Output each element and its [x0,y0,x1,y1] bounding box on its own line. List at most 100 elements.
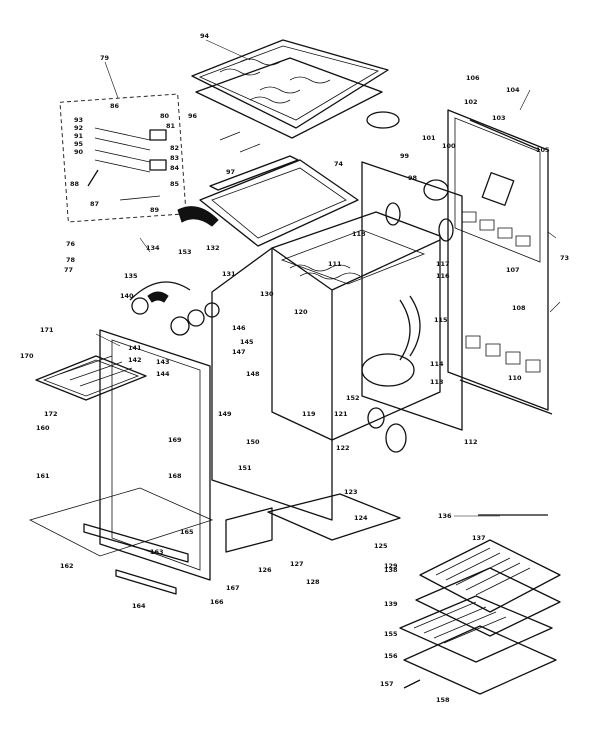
callout-label: 111 [328,260,342,268]
callout-label: 124 [354,514,368,522]
callout-label: 74 [334,160,344,168]
callout-label: 158 [436,696,450,704]
callout-labels: 94 79 86 93 92 91 95 90 80 88 81 82 83 8… [20,32,569,704]
callout-label: 97 [226,168,235,176]
callout-label: 96 [188,112,198,120]
callout-label: 156 [384,652,398,660]
callout-label: 132 [206,244,220,252]
callout-label: 138 [384,566,398,574]
callout-label: 83 [170,154,179,162]
callout-label: 88 [70,180,80,188]
callout-label: 130 [260,290,274,298]
callout-label: 81 [166,122,176,130]
callout-label: 165 [180,528,194,536]
callout-label: 107 [506,266,520,274]
callout-label: 151 [238,464,252,472]
callout-label: 127 [290,560,304,568]
callout-label: 155 [384,630,398,638]
callout-label: 80 [160,112,170,120]
callout-label: 78 [66,256,76,264]
rear-panel [361,161,463,431]
callout-label: 86 [110,102,120,110]
callout-label: 73 [560,254,569,262]
callout-label: 77 [64,266,73,274]
callout-label: 147 [232,348,246,356]
side-panel [447,109,553,415]
callout-label: 140 [120,292,134,300]
vent-assembly [177,111,400,247]
callout-label: 117 [436,260,450,268]
callout-label: 135 [124,272,138,280]
callout-label: 110 [508,374,522,382]
callout-label: 131 [222,270,236,278]
callout-label: 142 [128,356,142,364]
callout-label: 150 [246,438,260,446]
callout-label: 94 [200,32,210,40]
callout-label: 171 [40,326,54,334]
callout-label: 99 [400,152,410,160]
callout-label: 116 [436,272,450,280]
callout-label: 152 [346,394,360,402]
callout-label: 91 [74,132,84,140]
callout-label: 106 [466,74,480,82]
callout-label: 126 [258,566,272,574]
callout-label: 141 [128,344,142,352]
callout-label: 119 [302,410,316,418]
callout-label: 145 [240,338,254,346]
callout-label: 169 [168,436,182,444]
callout-label: 85 [170,180,180,188]
callout-label: 168 [168,472,182,480]
callout-label: 92 [74,124,83,132]
callout-label: 157 [380,680,394,688]
top-panel [191,39,389,139]
callout-label: 98 [408,174,418,182]
callout-label: 101 [422,134,436,142]
broiler-pan-set [399,514,561,695]
callout-label: 128 [306,578,320,586]
callout-label: 104 [506,86,520,94]
callout-label: 139 [384,600,398,608]
callout-label: 153 [178,248,192,256]
callout-label: 136 [438,512,452,520]
callout-label: 162 [60,562,74,570]
callout-label: 103 [492,114,506,122]
callout-label: 170 [20,352,34,360]
callout-label: 118 [352,230,366,238]
leader-lines [95,39,561,517]
callout-label: 161 [36,472,50,480]
callout-label: 79 [100,54,110,62]
door-glass [28,487,214,595]
callout-label: 90 [74,148,84,156]
callout-label: 115 [434,316,448,324]
left-rack [35,355,147,401]
callout-label: 120 [294,308,308,316]
callout-label: 148 [246,370,260,378]
callout-label: 84 [170,164,180,172]
callout-label: 114 [430,360,444,368]
callout-label: 160 [36,424,50,432]
oven-body [211,211,441,521]
control-detail-box [59,93,187,223]
front-frame [99,281,220,581]
callout-label: 95 [74,140,84,148]
callout-label: 134 [146,244,160,252]
callout-label: 102 [464,98,478,106]
callout-label: 146 [232,324,246,332]
callout-label: 125 [374,542,388,550]
callout-label: 108 [512,304,526,312]
callout-label: 172 [44,410,58,418]
callout-label: 87 [90,200,99,208]
callout-label: 121 [334,410,348,418]
callout-label: 122 [336,444,350,452]
callout-label: 144 [156,370,170,378]
callout-label: 163 [150,548,164,556]
callout-label: 164 [132,602,146,610]
callout-label: 82 [170,144,179,152]
callout-label: 166 [210,598,224,606]
callout-label: 112 [464,438,478,446]
callout-label: 105 [536,146,550,154]
callout-label: 137 [472,534,486,542]
floor-pieces [225,493,401,553]
callout-label: 100 [442,142,456,150]
